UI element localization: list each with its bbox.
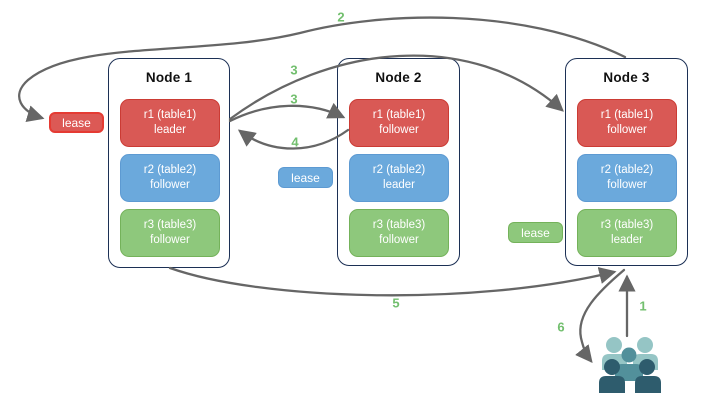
node-1-title: Node 1 [145,70,193,85]
node-2-replica-r2: r2 (table2) leader [349,154,449,202]
replica-role: follower [150,234,190,246]
node-1-replica-r3: r3 (table3) follower [120,209,220,257]
replica-role: leader [383,179,415,191]
replica-role: leader [611,234,643,246]
replica-name: r1 (table1) [143,109,197,122]
node-2-replica-r3: r3 (table3) follower [349,209,449,257]
node-3: Node 3 r1 (table1) follower r2 (table2) … [565,58,688,266]
node-3-replica-r1: r1 (table1) follower [577,99,677,147]
step-label-3a: 3 [290,62,298,78]
replica-name: r2 (table2) [372,164,426,177]
node-1-replica-r2: r2 (table2) follower [120,154,220,202]
replica-name: r3 (table3) [600,219,654,232]
replica-role: follower [607,124,647,136]
replica-name: r1 (table1) [600,109,654,122]
users-icon [599,337,661,393]
replica-role: follower [379,124,419,136]
replica-name: r3 (table3) [143,219,197,232]
node-2-replica-r1: r1 (table1) follower [349,99,449,147]
replica-name: r3 (table3) [372,219,426,232]
arrow-step5-node1-to-node3 [168,266,617,297]
node-3-replica-r2: r2 (table2) follower [577,154,677,202]
node-2-title: Node 2 [375,70,422,85]
node-1-replica-r1: r1 (table1) leader [120,99,220,147]
step-label-6: 6 [557,319,565,335]
node-3-replica-r3: r3 (table3) leader [577,209,677,257]
step-label-3b: 3 [290,91,298,107]
lease-tag-blue: lease [278,167,333,188]
step-label-2: 2 [337,9,345,25]
replica-name: r1 (table1) [372,109,426,122]
replica-role: follower [379,234,419,246]
node-3-title: Node 3 [603,70,650,85]
replica-name: r2 (table2) [143,164,197,177]
step-label-4: 4 [291,134,299,150]
node-2: Node 2 r1 (table1) follower r2 (table2) … [337,58,460,266]
arrow-step6-node3-to-users [575,268,626,364]
step-label-1: 1 [639,298,647,314]
node-1: Node 1 r1 (table1) leader r2 (table2) fo… [108,58,230,268]
replica-role: leader [154,124,186,136]
arrow-step3-leader-to-node2 [228,102,346,123]
replica-role: follower [150,179,190,191]
lease-tag-red: lease [49,112,104,133]
step-label-5: 5 [392,295,400,311]
replica-name: r2 (table2) [600,164,654,177]
replica-role: follower [607,179,647,191]
lease-tag-green: lease [508,222,563,243]
